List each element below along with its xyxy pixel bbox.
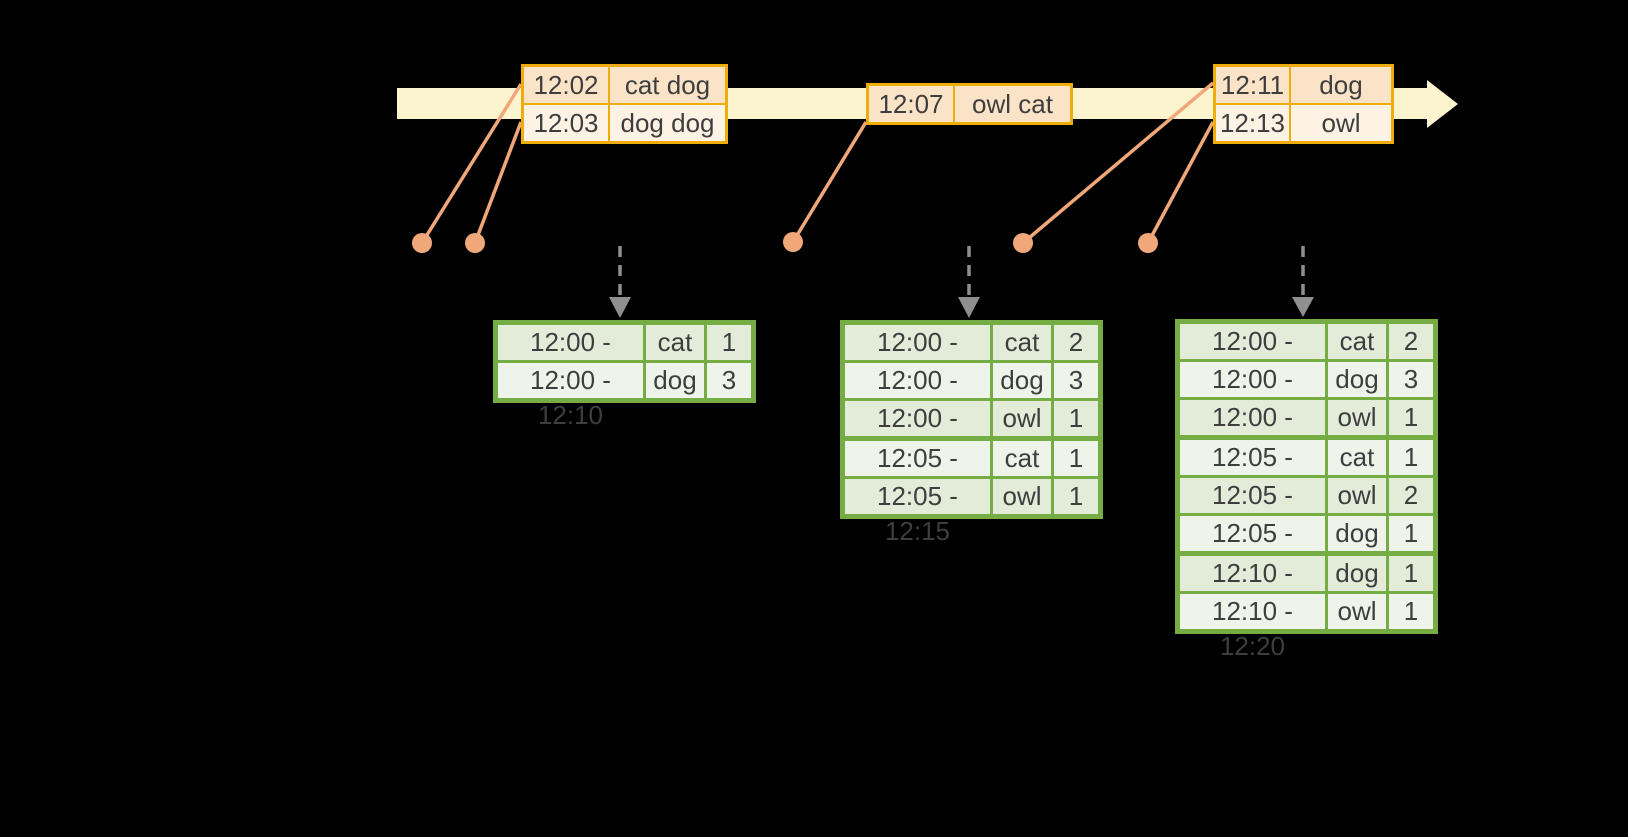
connector-line-1211 bbox=[1021, 81, 1215, 245]
window-range: 12:05 - 12:15 bbox=[1180, 440, 1325, 507]
event-dot-1203 bbox=[465, 233, 485, 253]
word: owl bbox=[1328, 400, 1386, 435]
word: dog bbox=[646, 363, 704, 398]
connector-line-1207 bbox=[791, 121, 868, 243]
result-table-1: 12:00 - 12:10 cat 1 12:00 - 12:10 dog 3 bbox=[493, 320, 756, 430]
window-range: 12:00 - 12:10 bbox=[1180, 324, 1325, 391]
count: 1 bbox=[1389, 594, 1433, 629]
window-range: 12:05 - 12:15 bbox=[1180, 478, 1325, 545]
result-row: 12:05 - 12:15 cat 1 bbox=[1180, 440, 1433, 507]
event-words: cat dog bbox=[610, 67, 725, 103]
result-row: 12:00 - 12:10 cat 2 bbox=[1180, 324, 1433, 391]
event-words: owl cat bbox=[955, 86, 1070, 122]
event-table-1202: 12:02 cat dog 12:03 dog dog bbox=[521, 64, 728, 144]
word: dog bbox=[1328, 516, 1386, 551]
trigger-arrowhead-icon-2 bbox=[958, 297, 980, 318]
window-range: 12:05 - 12:15 bbox=[1180, 516, 1325, 583]
count: 1 bbox=[1389, 556, 1433, 591]
result-row: 12:05 - 12:15 dog 1 bbox=[1180, 516, 1433, 583]
result-row: 12:00 - 12:10 cat 1 bbox=[498, 325, 751, 392]
window-range: 12:00 - 12:10 bbox=[1180, 362, 1325, 429]
result-row: 12:10 - 12:20 dog 1 bbox=[1180, 556, 1433, 623]
event-time: 12:13 bbox=[1216, 105, 1289, 141]
connector-line-1203 bbox=[473, 121, 523, 244]
event-time-dots bbox=[412, 232, 1158, 253]
count: 1 bbox=[1389, 516, 1433, 551]
word: owl bbox=[993, 479, 1051, 514]
event-words: dog bbox=[1291, 67, 1391, 103]
word: cat bbox=[993, 325, 1051, 360]
window-range: 12:00 - 12:10 bbox=[845, 363, 990, 430]
event-time: 12:02 bbox=[524, 67, 608, 103]
trigger-arrows bbox=[609, 246, 1314, 318]
window-range: 12:00 - 12:10 bbox=[498, 363, 643, 430]
count: 3 bbox=[1054, 363, 1098, 398]
result-row: 12:00 - 12:10 dog 3 bbox=[498, 363, 751, 430]
word: dog bbox=[993, 363, 1051, 398]
word: cat bbox=[1328, 324, 1386, 359]
event-table-1207: 12:07 owl cat bbox=[866, 83, 1073, 125]
word: owl bbox=[993, 401, 1051, 436]
timeline-arrowhead-icon bbox=[1427, 80, 1458, 128]
word: dog bbox=[1328, 556, 1386, 591]
word: cat bbox=[646, 325, 704, 360]
event-connector-lines bbox=[420, 81, 1215, 245]
count: 1 bbox=[1054, 441, 1098, 476]
count: 1 bbox=[1389, 400, 1433, 435]
window-range: 12:05 - 12:15 bbox=[845, 441, 990, 508]
event-time: 12:07 bbox=[869, 86, 953, 122]
word: dog bbox=[1328, 362, 1386, 397]
result-row: 12:00 - 12:10 dog 3 bbox=[845, 363, 1098, 430]
count: 1 bbox=[1054, 479, 1098, 514]
count: 2 bbox=[1054, 325, 1098, 360]
event-time: 12:11 bbox=[1216, 67, 1289, 103]
count: 1 bbox=[1389, 440, 1433, 475]
count: 1 bbox=[707, 325, 751, 360]
window-range: 12:00 - 12:10 bbox=[498, 325, 643, 392]
window-range: 12:00 - 12:10 bbox=[845, 325, 990, 392]
word: cat bbox=[993, 441, 1051, 476]
event-table-1211: 12:11 dog 12:13 owl bbox=[1213, 64, 1394, 144]
count: 3 bbox=[1389, 362, 1433, 397]
window-range: 12:00 - 12:10 bbox=[845, 401, 990, 468]
event-words: dog dog bbox=[610, 105, 725, 141]
event-dot-1207 bbox=[783, 232, 803, 252]
event-dot-1211 bbox=[1013, 233, 1033, 253]
event-row: 12:11 dog bbox=[1216, 67, 1391, 103]
count: 2 bbox=[1389, 478, 1433, 513]
window-range: 12:05 - 12:15 bbox=[845, 479, 990, 546]
event-words: owl bbox=[1291, 105, 1391, 141]
count: 2 bbox=[1389, 324, 1433, 359]
trigger-arrowhead-icon-1 bbox=[609, 297, 631, 318]
result-row: 12:00 - 12:10 owl 1 bbox=[1180, 400, 1433, 467]
word: owl bbox=[1328, 594, 1386, 629]
result-row: 12:00 - 12:10 cat 2 bbox=[845, 325, 1098, 392]
event-time: 12:03 bbox=[524, 105, 608, 141]
event-row: 12:02 cat dog bbox=[524, 67, 725, 103]
word: cat bbox=[1328, 440, 1386, 475]
result-row: 12:05 - 12:15 owl 1 bbox=[845, 479, 1098, 546]
window-range: 12:00 - 12:10 bbox=[1180, 400, 1325, 467]
result-row: 12:00 - 12:10 dog 3 bbox=[1180, 362, 1433, 429]
word: owl bbox=[1328, 478, 1386, 513]
event-dot-1213 bbox=[1138, 233, 1158, 253]
connector-line-1202 bbox=[420, 83, 523, 244]
event-row: 12:07 owl cat bbox=[869, 86, 1070, 122]
count: 1 bbox=[1054, 401, 1098, 436]
result-row: 12:10 - 12:20 owl 1 bbox=[1180, 594, 1433, 661]
count: 3 bbox=[707, 363, 751, 398]
event-row: 12:03 dog dog bbox=[524, 105, 725, 141]
result-row: 12:05 - 12:15 owl 2 bbox=[1180, 478, 1433, 545]
window-range: 12:10 - 12:20 bbox=[1180, 556, 1325, 623]
window-range: 12:10 - 12:20 bbox=[1180, 594, 1325, 661]
event-dot-1202 bbox=[412, 233, 432, 253]
connector-line-1213 bbox=[1146, 121, 1215, 244]
event-row: 12:13 owl bbox=[1216, 105, 1391, 141]
result-row: 12:05 - 12:15 cat 1 bbox=[845, 441, 1098, 508]
trigger-arrowhead-icon-3 bbox=[1292, 297, 1314, 317]
result-row: 12:00 - 12:10 owl 1 bbox=[845, 401, 1098, 468]
result-table-3: 12:00 - 12:10 cat 2 12:00 - 12:10 dog 3 … bbox=[1175, 319, 1438, 661]
result-table-2: 12:00 - 12:10 cat 2 12:00 - 12:10 dog 3 … bbox=[840, 320, 1103, 546]
